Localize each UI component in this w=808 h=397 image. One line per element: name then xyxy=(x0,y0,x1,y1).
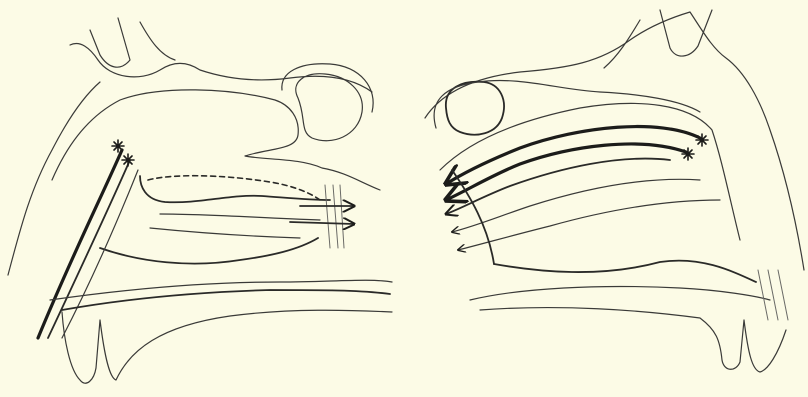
right-upper-contour xyxy=(440,103,740,240)
left-arrow-2 xyxy=(290,222,354,224)
left-inferior-turbinate xyxy=(100,238,318,264)
left-hard-palate xyxy=(62,290,390,310)
left-vertical-guides xyxy=(325,185,344,248)
left-jaw-outline xyxy=(62,310,392,383)
right-thick-bundle-1 xyxy=(446,127,700,184)
right-nasal-floor xyxy=(494,261,756,282)
right-vertical-guides xyxy=(758,270,788,320)
left-turbinate-lines xyxy=(150,214,320,238)
left-marker-2 xyxy=(122,154,134,166)
right-thick-bundle-2 xyxy=(446,144,686,200)
right-frontal-bone xyxy=(604,10,712,68)
left-sphenoid-sinus xyxy=(296,74,363,141)
right-marker-2 xyxy=(682,148,694,160)
left-middle-turbinate xyxy=(140,176,330,202)
right-sphenoid-sinus xyxy=(446,82,504,135)
left-bundle-line-2 xyxy=(48,160,130,338)
right-outer-contour xyxy=(425,12,804,270)
right-bundle-line-5 xyxy=(458,200,720,250)
left-thick-bundle xyxy=(38,150,122,338)
left-marker-1 xyxy=(112,140,124,152)
right-sinus-outer xyxy=(434,81,700,128)
left-upper-contour xyxy=(52,90,380,190)
right-bundle-line-4 xyxy=(452,179,700,232)
right-marker-1 xyxy=(696,134,708,146)
right-panel xyxy=(425,10,804,372)
right-jaw-outline xyxy=(480,308,786,372)
right-palate xyxy=(470,287,770,301)
left-frontal-bone xyxy=(90,18,175,67)
left-panel xyxy=(8,18,392,383)
